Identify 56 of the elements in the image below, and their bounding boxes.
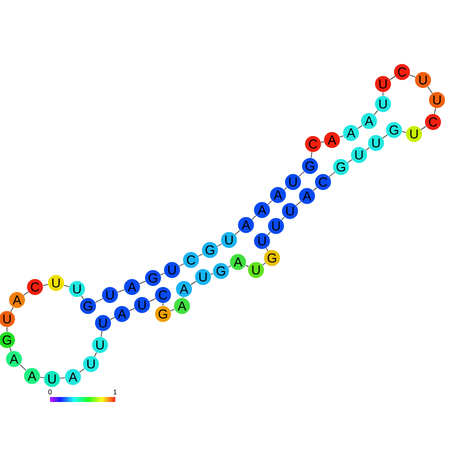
- backbone-line: [382, 134, 388, 139]
- backbone-line: [20, 364, 26, 371]
- backbone-line: [198, 253, 204, 257]
- backbone-line: [216, 243, 222, 247]
- backbone-line: [160, 272, 165, 276]
- backbone-line: [427, 86, 433, 94]
- backbone-line: [390, 76, 396, 80]
- backbone-line: [139, 280, 146, 284]
- backbone-line: [162, 302, 164, 306]
- backbone-line: [42, 284, 48, 286]
- backbone-line: [320, 141, 324, 143]
- backbone-line: [100, 330, 102, 338]
- backbone-line: [210, 273, 214, 275]
- backbone-line: [170, 308, 175, 312]
- backbone-line: [94, 352, 97, 357]
- backbone-line: [420, 126, 426, 130]
- backbone-line: [234, 230, 240, 235]
- backbone-line: [268, 200, 272, 205]
- backbone-line: [60, 377, 66, 379]
- backbone-line: [339, 135, 344, 138]
- backbone-line: [178, 263, 184, 267]
- backbone-line: [312, 187, 318, 191]
- backbone-line: [374, 110, 378, 116]
- backbone-line: [409, 74, 416, 78]
- backbone-line: [228, 265, 232, 268]
- backbone-line: [245, 264, 249, 268]
- backbone-line: [266, 248, 268, 252]
- backbone-line: [23, 291, 29, 296]
- backbone-line: [357, 125, 363, 129]
- backbone-line: [190, 280, 196, 286]
- backbone-line: [328, 172, 336, 178]
- backbone-line: [149, 298, 156, 302]
- backbone-line: [267, 232, 271, 236]
- backbone-line: [402, 131, 406, 133]
- backbone-line: [110, 317, 115, 320]
- backbone-line: [298, 171, 304, 177]
- backbone-line: [284, 186, 288, 190]
- backbone-line: [79, 368, 85, 373]
- backbone-line: [6, 326, 8, 332]
- backbone-line: [81, 296, 84, 300]
- backbone-line: [252, 215, 256, 220]
- backbone-line: [129, 308, 135, 312]
- backbone-line: [347, 159, 353, 163]
- backbone-line: [40, 376, 44, 378]
- backbone-line: [365, 147, 370, 151]
- backbone-line: [9, 347, 12, 352]
- backbone-line: [262, 262, 266, 266]
- backbone-line: [382, 92, 384, 96]
- backbone-line: [296, 201, 302, 206]
- backbone-line: [281, 216, 285, 220]
- backbone-line: [434, 108, 436, 114]
- backbone-line: [94, 298, 104, 303]
- backbone-line: [310, 152, 312, 158]
- backbone-line: [10, 306, 14, 312]
- backbone-line: [63, 284, 70, 288]
- backbone-line: [117, 289, 125, 293]
